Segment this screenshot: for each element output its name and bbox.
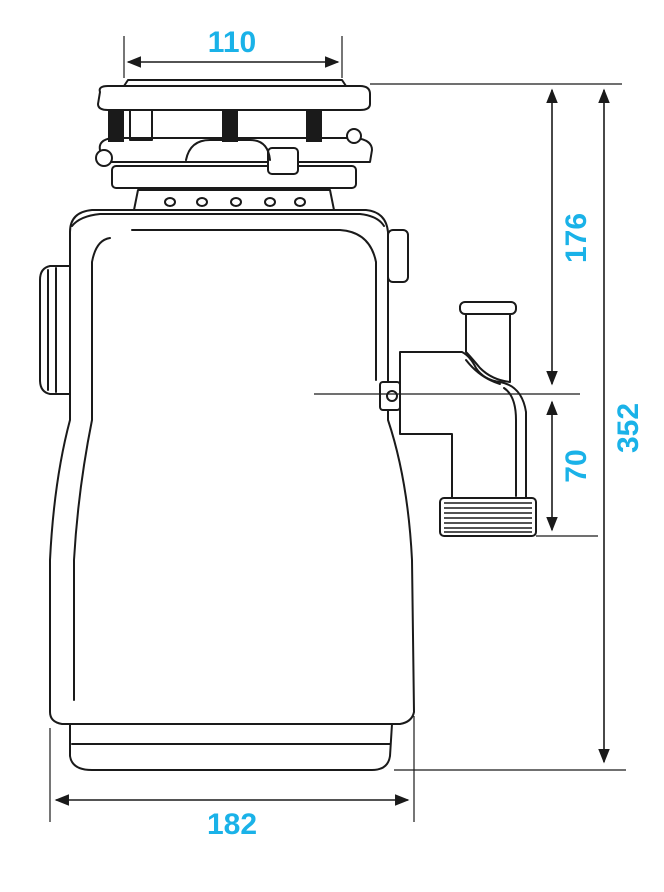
reset-button xyxy=(387,229,409,283)
motor-housing xyxy=(49,209,415,725)
mounting-ring-lower xyxy=(111,165,357,189)
upper-height-label: 176 xyxy=(560,213,593,263)
sink-flange xyxy=(97,85,371,111)
hopper-neck xyxy=(133,189,335,211)
neck-bolts xyxy=(164,197,306,207)
top-width-label: 110 xyxy=(208,26,256,59)
mount-lugs xyxy=(95,128,362,175)
dimension-lines xyxy=(49,36,626,822)
total-height-label: 352 xyxy=(612,403,645,453)
vent-pipe-cap xyxy=(459,301,517,315)
vent-pipe xyxy=(465,313,511,383)
side-screw xyxy=(386,390,398,402)
dishwasher-inlet-rim xyxy=(47,267,57,393)
housing-inner-contour xyxy=(73,229,377,701)
base-plate xyxy=(69,723,393,771)
threaded-outlet xyxy=(439,497,537,537)
disposer-outline xyxy=(39,79,537,771)
mounting-screws xyxy=(108,108,322,142)
discharge-elbow-inner xyxy=(465,359,517,497)
outlet-threads xyxy=(444,502,532,533)
housing-shoulder xyxy=(71,213,385,227)
body-width-label: 182 xyxy=(207,808,257,841)
dimension-labels: 110 176 70 352 182 xyxy=(207,26,645,841)
sink-flange-top xyxy=(123,79,347,87)
outlet-height-label: 70 xyxy=(560,449,593,482)
screw-guide xyxy=(129,107,153,141)
